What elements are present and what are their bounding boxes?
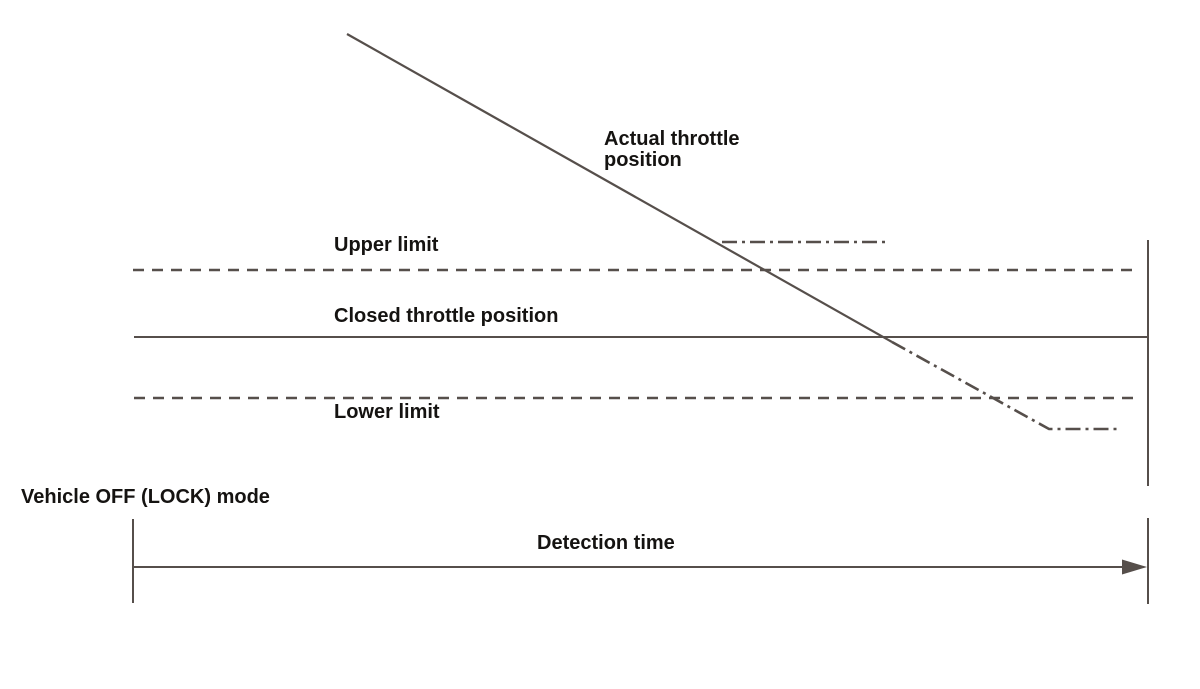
- lower-limit-label: Lower limit: [334, 401, 440, 423]
- actual-throttle-solid-line: [346, 33, 893, 343]
- detection-time-label: Detection time: [537, 532, 675, 554]
- lower-dashdot-trace: [891, 340, 1120, 431]
- right-arrowhead-icon: [1122, 559, 1147, 575]
- closed-throttle-position-label: Closed throttle position: [334, 305, 559, 327]
- actual-throttle-label: Actual throttle position: [604, 128, 740, 171]
- vehicle-off-mode-label: Vehicle OFF (LOCK) mode: [21, 486, 270, 508]
- upper-limit-label: Upper limit: [334, 234, 439, 256]
